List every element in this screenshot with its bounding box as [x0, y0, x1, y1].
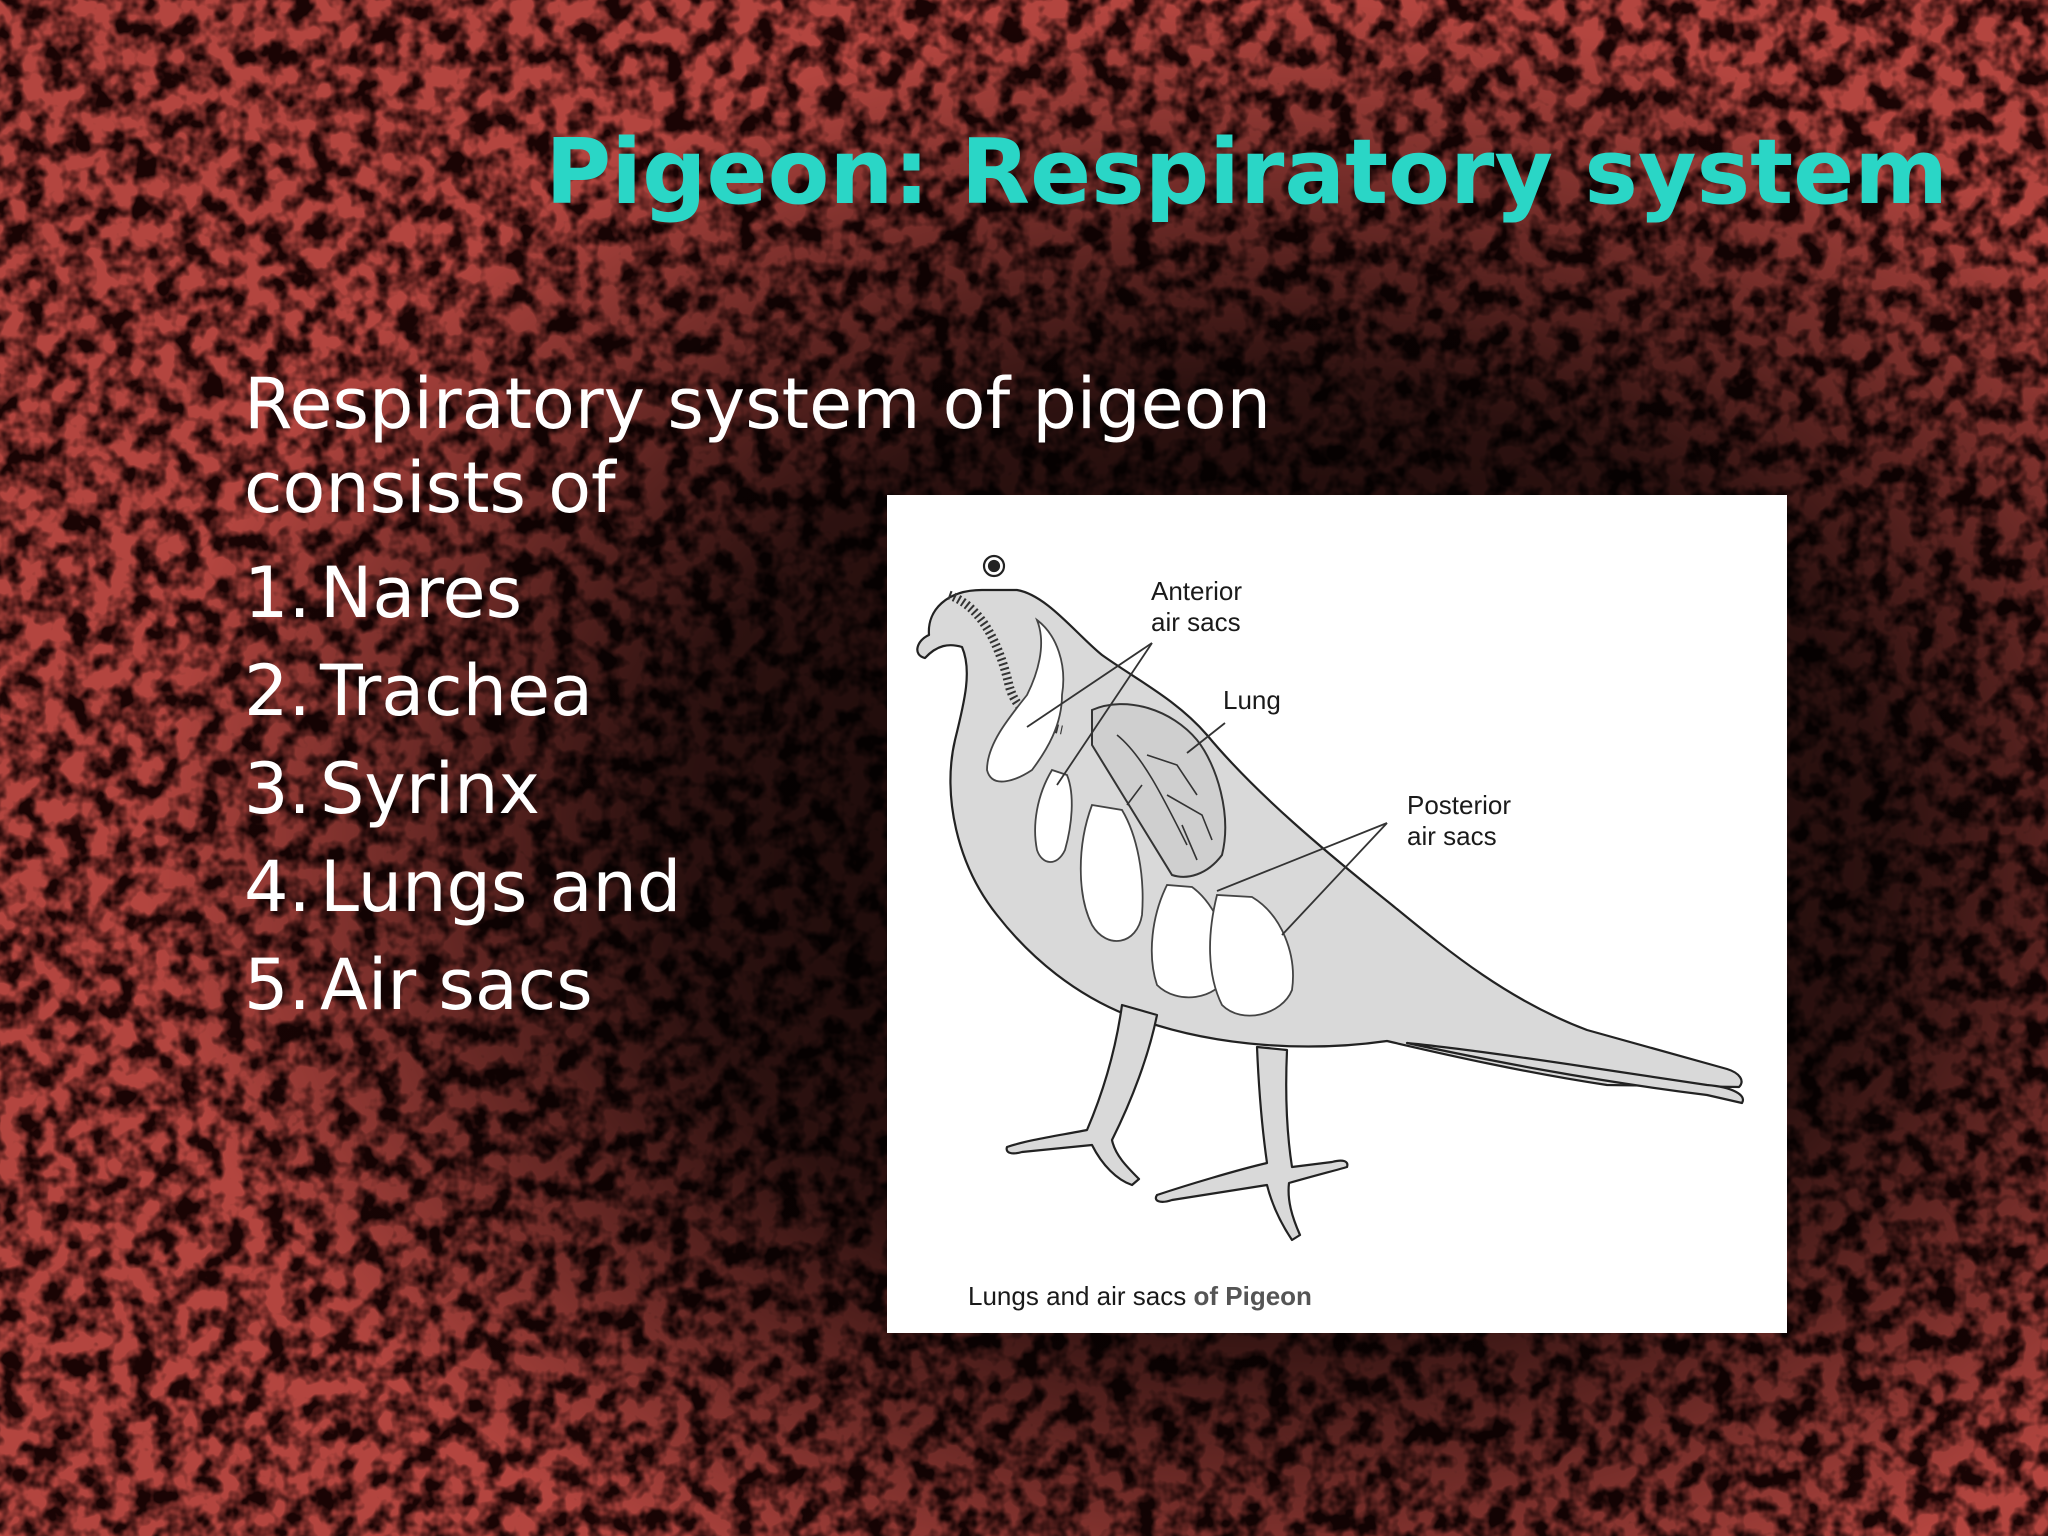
- item-text: Air sacs: [320, 944, 593, 1026]
- list-item: 4.Lungs and: [244, 838, 1304, 936]
- item-number: 2.: [244, 650, 311, 732]
- label-line: Posterior: [1407, 790, 1512, 820]
- item-number: 5.: [244, 944, 311, 1026]
- item-text: Lungs and: [320, 846, 682, 928]
- slide-title: Pigeon: Respiratory system: [545, 120, 1948, 225]
- list-item: 2.Trachea: [244, 642, 1304, 740]
- item-text: Trachea: [320, 650, 593, 732]
- pigeon-diagram: Anterior air sacs Lung Posterior air sac…: [887, 495, 1787, 1333]
- item-number: 3.: [244, 748, 311, 830]
- posterior-air-sacs-label: Posterior air sacs: [1407, 790, 1511, 852]
- label-line: Anterior: [1151, 576, 1243, 606]
- item-text: Syrinx: [320, 748, 540, 830]
- figure-caption: Lungs and air sacs of Pigeon: [968, 1281, 1312, 1312]
- anterior-air-sacs-label: Anterior air sacs: [1151, 576, 1242, 638]
- list-item: 1.Nares: [244, 544, 1304, 642]
- list-item: 3.Syrinx: [244, 740, 1304, 838]
- intro-text: Respiratory system of pigeon consists of: [244, 363, 1271, 529]
- lung-label: Lung: [1223, 685, 1281, 715]
- component-list: 1.Nares 2.Trachea 3.Syrinx 4.Lungs and 5…: [244, 544, 1304, 1034]
- item-number: 1.: [244, 552, 311, 634]
- label-line: air sacs: [1151, 607, 1241, 637]
- item-number: 4.: [244, 846, 311, 928]
- list-item: 5.Air sacs: [244, 936, 1304, 1034]
- label-line: air sacs: [1407, 821, 1497, 851]
- body-text: Respiratory system of pigeon consists of…: [244, 362, 1304, 1034]
- caption-main: Lungs and air sacs: [968, 1281, 1187, 1311]
- pigeon-illustration: [916, 554, 1745, 1242]
- caption-suffix: of Pigeon: [1193, 1281, 1312, 1311]
- item-text: Nares: [320, 552, 523, 634]
